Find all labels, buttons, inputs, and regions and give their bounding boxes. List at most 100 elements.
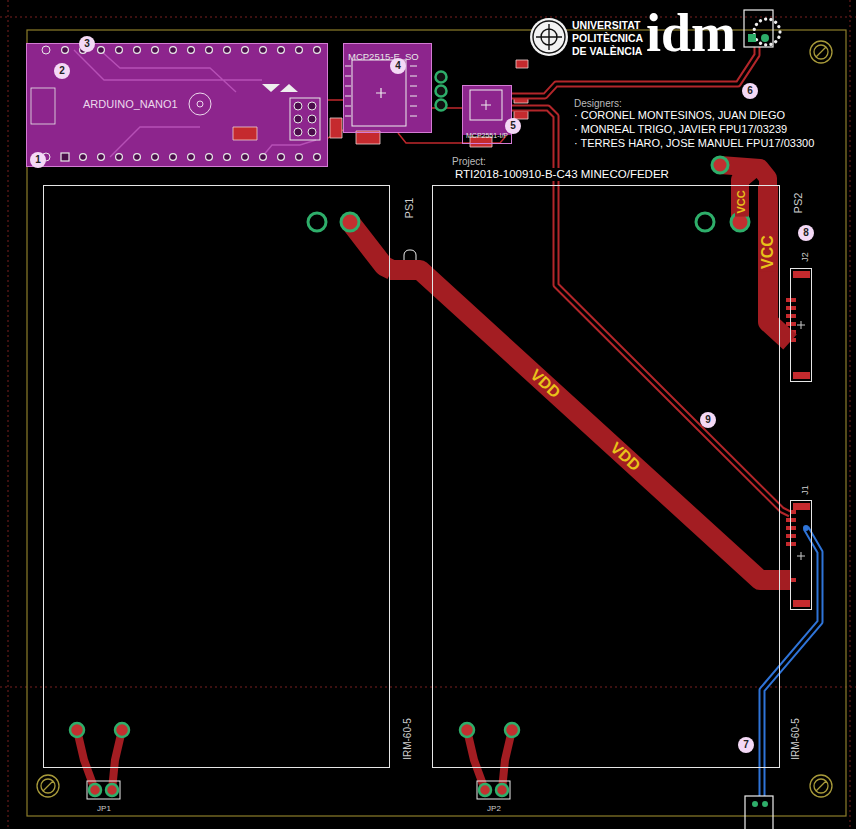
text-holder: 4 xyxy=(390,55,406,74)
orientation-mark xyxy=(262,84,298,92)
callout-number: 8 xyxy=(798,225,814,241)
text-holder: · CORONEL MONTESINOS, JUAN DIEGO xyxy=(574,105,785,123)
part-value: IRM-60-5 xyxy=(790,718,802,760)
part-name: J2 xyxy=(800,252,810,262)
through-hole-pad xyxy=(341,157,749,231)
connector-outline: J1 xyxy=(790,500,812,610)
part-name: MCP2515-E_SO xyxy=(348,52,419,63)
header-row xyxy=(56,45,326,55)
power-supply-outline: PS1IRM-60-5 xyxy=(43,185,390,768)
designer-name: · TERRES HARO, JOSE MANUEL FPU17/03300 xyxy=(574,137,814,150)
connector-outline: J2 xyxy=(790,268,812,382)
text-holder: Project: xyxy=(452,151,486,169)
text-holder: JP1 xyxy=(97,797,111,815)
chip-pin-mark xyxy=(345,66,417,116)
text-holder: 8 xyxy=(798,222,814,241)
can-controller-chip: MCP2515-E_SO xyxy=(343,43,432,133)
text-holder: JP2 xyxy=(487,797,501,815)
part-value: IRM-60-5 xyxy=(402,718,414,760)
callout-number: 1 xyxy=(30,152,46,168)
chip-outline xyxy=(470,90,502,120)
text-holder: J1 xyxy=(794,485,812,495)
connector-outline xyxy=(745,796,773,829)
text-holder: 2 xyxy=(54,60,70,79)
text-holder: UNIVERSITAT POLITÈCNICA DE VALÈNCIA xyxy=(572,19,656,59)
text-holder: VCC xyxy=(731,187,749,216)
arduino-module: ARDUINO_NANO1 xyxy=(26,43,328,167)
text-holder: ARDUINO_NANO1 xyxy=(83,94,178,112)
via xyxy=(803,525,809,531)
callout-number: 5 xyxy=(505,118,521,134)
text-holder: VDD xyxy=(524,364,566,404)
text-holder: VDD xyxy=(604,437,646,477)
connector-center-mark xyxy=(797,321,805,560)
text-holder: 9 xyxy=(700,409,716,428)
connector-outline xyxy=(744,10,773,47)
connector-pad xyxy=(761,34,769,42)
part-name: MCP2551-I/P xyxy=(466,132,508,140)
chip-center-mark xyxy=(481,100,491,110)
part-name: JP1 xyxy=(97,804,111,813)
header-row xyxy=(56,152,326,162)
connector-pad xyxy=(752,801,768,807)
net-name: VCC xyxy=(735,187,748,216)
net-name: VCC xyxy=(759,232,777,272)
part-name: ARDUINO_NANO1 xyxy=(83,98,178,111)
regulator-outline xyxy=(31,88,55,124)
text-holder: 6 xyxy=(742,80,758,99)
logo-dots xyxy=(754,19,780,45)
text-holder: VCC xyxy=(759,232,777,272)
project-code: RTI2018-100910-B-C43 MINECO/FEDER xyxy=(452,168,672,181)
callout-number: 3 xyxy=(79,36,95,52)
text-holder: PS1 xyxy=(399,198,417,219)
icsp-pin xyxy=(294,102,316,136)
can-transceiver-chip: MCP2551-I/P xyxy=(462,85,512,144)
module-body xyxy=(26,43,328,167)
power-supply-outline: PS2IRM-60-5 xyxy=(432,185,780,768)
text-holder: idm xyxy=(646,6,736,60)
chip-body xyxy=(343,43,432,133)
text-holder: J2 xyxy=(794,252,812,262)
connector-pad xyxy=(748,34,756,42)
mounting-hole xyxy=(37,41,832,797)
callout-number: 9 xyxy=(700,412,716,428)
module-hole xyxy=(42,46,50,161)
net-name: VDD xyxy=(524,364,566,404)
part-name: J1 xyxy=(800,485,810,495)
university-seal xyxy=(530,18,568,56)
text-holder: · TERRES HARO, JOSE MANUEL FPU17/03300 xyxy=(574,133,814,151)
designer-name: · CORONEL MONTESINOS, JUAN DIEGO xyxy=(574,109,785,122)
designer-name: · MONREAL TRIGO, JAVIER FPU17/03239 xyxy=(574,123,787,136)
connector-pad xyxy=(793,271,810,607)
through-hole-pad xyxy=(436,72,447,111)
text-holder: MCP2515-E_SO xyxy=(348,46,419,64)
callout-number: 7 xyxy=(738,737,754,753)
text-holder: 5 xyxy=(505,115,521,134)
text-holder: IRM-60-5 xyxy=(785,718,803,760)
note-heading: Designers: xyxy=(574,98,622,110)
note-heading: Project: xyxy=(452,156,486,168)
module-trace xyxy=(74,50,316,157)
part-name: PS1 xyxy=(403,198,416,219)
callout-number: 2 xyxy=(54,63,70,79)
text-holder: MCP2551-I/P xyxy=(466,124,508,142)
text-holder: RTI2018-100910-B-C43 MINECO/FEDER xyxy=(452,164,672,182)
through-hole-pad xyxy=(308,213,714,231)
text-holder: · MONREAL TRIGO, JAVIER FPU17/03239 xyxy=(574,119,787,137)
logo-text: idm xyxy=(646,6,736,60)
text-holder: Designers: xyxy=(574,93,622,111)
jumper-trace xyxy=(77,730,512,790)
jumper-pad xyxy=(70,723,519,737)
text-holder: 3 xyxy=(79,33,95,52)
reset-button xyxy=(189,93,211,115)
callout-number: 4 xyxy=(390,58,406,74)
callout-number: 6 xyxy=(742,83,758,99)
text-holder: 7 xyxy=(738,734,754,753)
institution-name: UNIVERSITAT POLITÈCNICA DE VALÈNCIA xyxy=(572,19,656,58)
text-holder: PS2 xyxy=(788,193,806,214)
pin-one-pad xyxy=(61,153,69,161)
